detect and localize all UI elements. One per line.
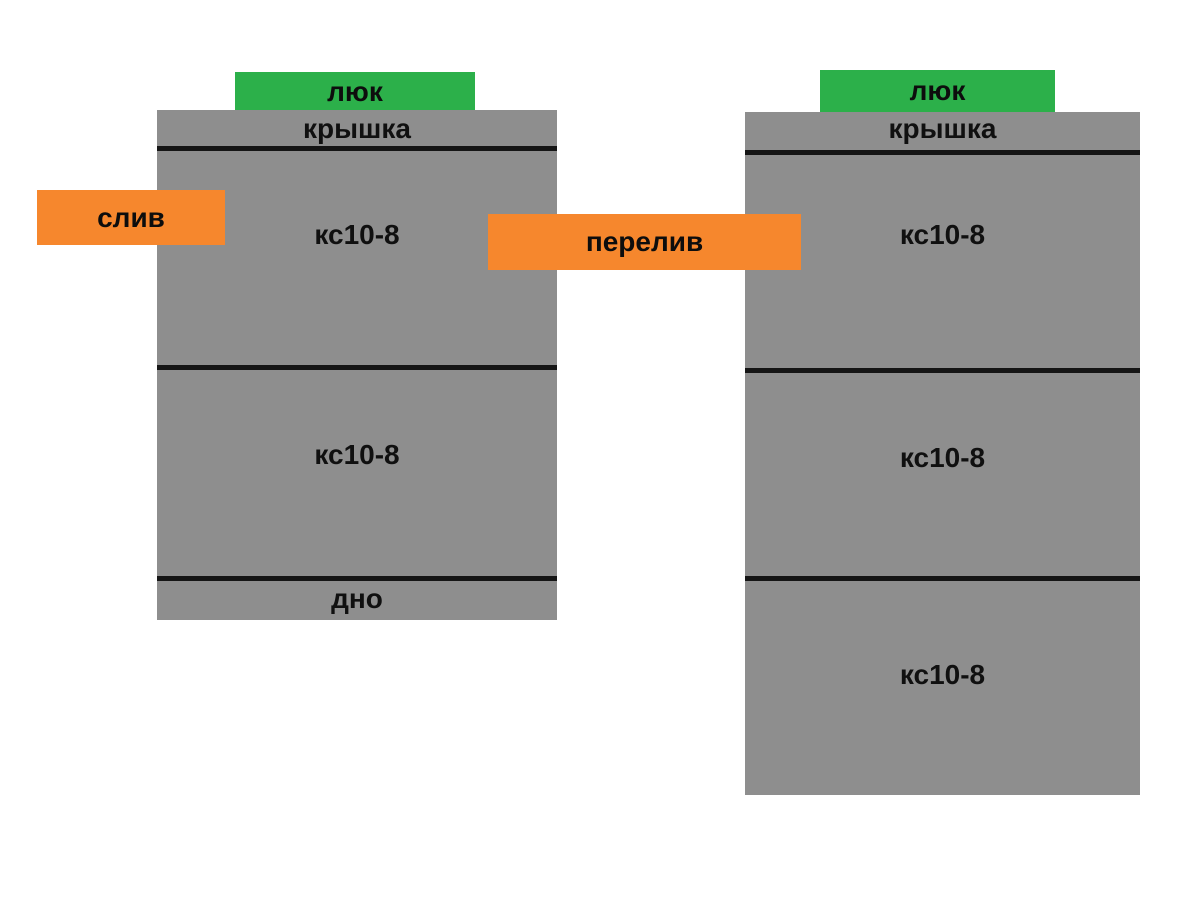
left-ring-label-1: кс10-8: [314, 219, 400, 250]
right-divider-3: [745, 576, 1140, 581]
right-cover-label: крышка: [888, 113, 997, 144]
left-cover-label: крышка: [303, 113, 411, 144]
overflow-pipe-block: перелив: [488, 214, 801, 270]
right-hatch-block: люк: [820, 70, 1055, 112]
right-ring-label-1: кс10-8: [899, 219, 986, 250]
left-divider-1: [157, 146, 557, 151]
left-ring-label-2: кс10-8: [314, 439, 400, 470]
drain-pipe-block: слив: [37, 190, 225, 245]
left-tank-body: крышка кс10-8 кс10-8 дно: [157, 110, 557, 620]
right-divider-2: [745, 368, 1140, 373]
right-ring-label-2: кс10-8: [899, 442, 986, 473]
right-tank-body: крышка кс10-8 кс10-8 кс10-8: [745, 112, 1140, 795]
left-bottom-label: дно: [331, 583, 383, 614]
drain-label: слив: [97, 201, 165, 233]
overflow-label: перелив: [585, 226, 704, 257]
left-divider-2: [157, 365, 557, 370]
right-divider-1: [745, 150, 1140, 155]
left-hatch-label: люк: [327, 76, 383, 107]
right-ring-label-3: кс10-8: [899, 659, 986, 690]
right-hatch-label: люк: [909, 75, 966, 106]
left-hatch-block: люк: [235, 72, 475, 112]
left-divider-3: [157, 576, 557, 581]
